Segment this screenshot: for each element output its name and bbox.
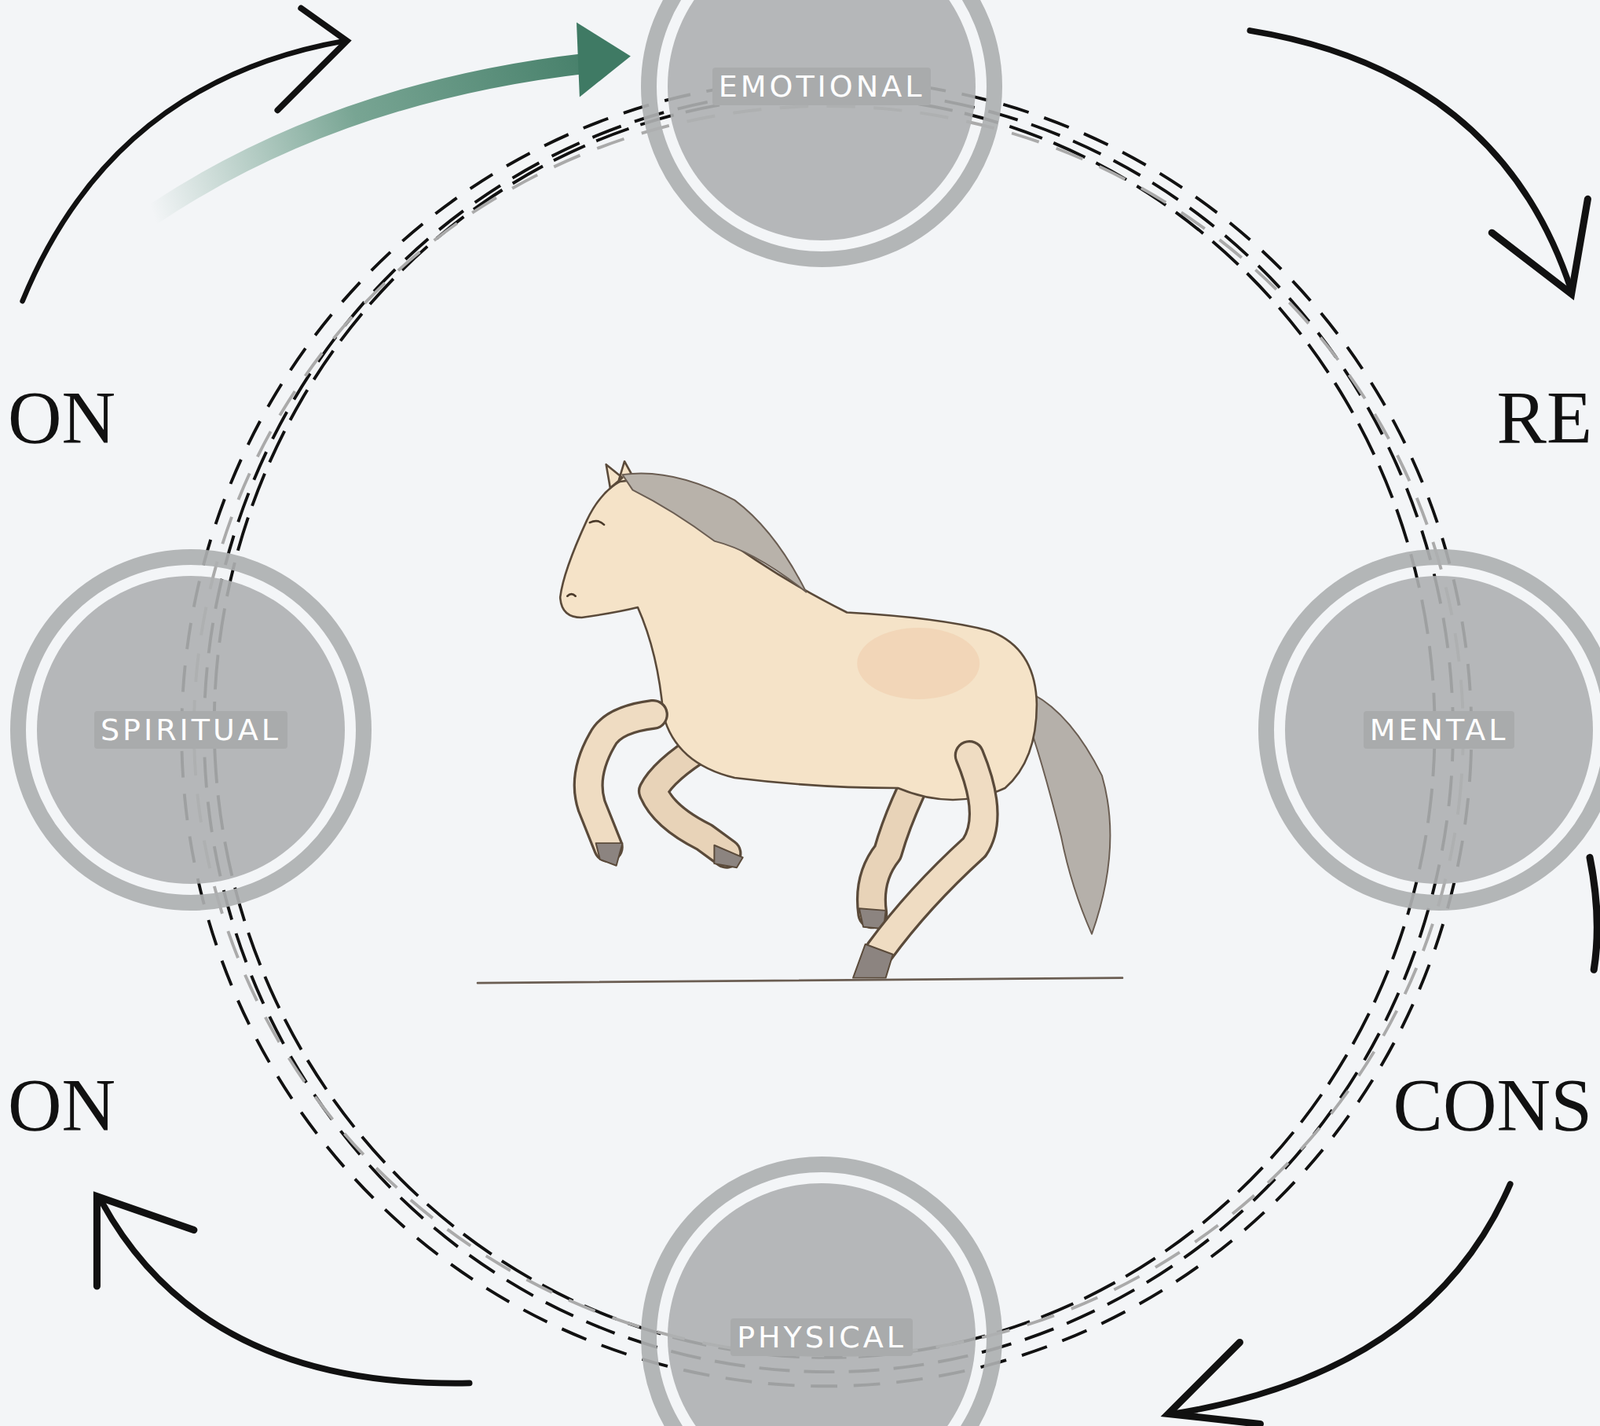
cycle-label: CONS bbox=[1390, 1068, 1596, 1143]
horse-illustration bbox=[477, 461, 1123, 983]
circle-label: PHYSICAL bbox=[730, 1318, 913, 1356]
cycle-label: ON bbox=[4, 1068, 119, 1143]
circle-shape bbox=[640, 1155, 1004, 1426]
circle-node: PHYSICAL bbox=[640, 1155, 1004, 1426]
circle-node: SPIRITUAL bbox=[9, 548, 373, 912]
circle-shape bbox=[640, 0, 1004, 268]
circle-label: SPIRITUAL bbox=[94, 710, 288, 749]
cycle-label: ON bbox=[4, 380, 119, 456]
cycle-label: RE bbox=[1493, 380, 1596, 456]
green-arrow bbox=[153, 22, 631, 215]
circle-label: EMOTIONAL bbox=[712, 67, 932, 106]
circle-node: MENTAL bbox=[1257, 548, 1600, 912]
circle-node: EMOTIONAL bbox=[640, 0, 1004, 268]
circle-label: MENTAL bbox=[1363, 710, 1516, 749]
